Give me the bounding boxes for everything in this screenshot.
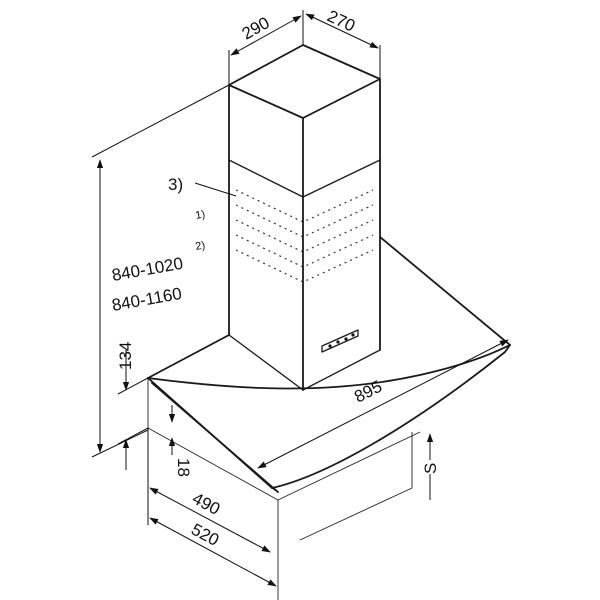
footnote-2: 2) [194,239,206,253]
dim-hood-length: 895 [257,339,509,469]
label-height-2: 840-1160 [110,284,183,315]
dim-glass-depth: 134 [116,342,149,470]
chimney [228,44,381,391]
label-height-1: 840-1020 [110,254,184,285]
dim-total-height: 840-1020 1) 840-1160 2) [91,84,230,458]
dim-glass-thickness: 18 [168,405,193,477]
label-134: 134 [116,342,135,370]
label-callout-3: 3) [168,175,183,194]
dim-depth-top: 270 [305,6,381,79]
label-18: 18 [174,458,193,477]
footnote-1: 1) [194,208,206,222]
control-panel [321,329,359,353]
callout-vents: 3) [168,175,237,197]
label-490: 490 [189,489,223,519]
label-270: 270 [324,6,358,35]
chimney-top-face [228,44,381,119]
chimney-joint-line [228,159,381,198]
dim-safety-distance: S [421,433,440,500]
wall-outline [147,378,421,600]
label-290: 290 [239,13,273,43]
dim-width-top: 290 [228,10,304,85]
label-895: 895 [351,377,385,407]
label-s: S [421,463,440,474]
vent-slots [235,189,374,283]
glass-canopy [147,236,511,493]
